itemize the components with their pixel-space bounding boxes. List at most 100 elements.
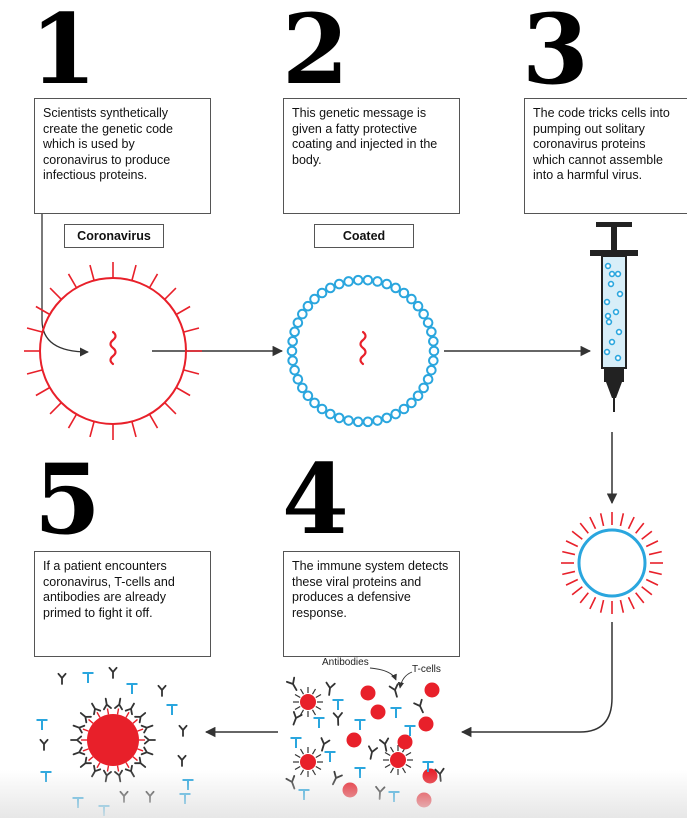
virus-spike (148, 273, 159, 289)
lipid-bead (372, 415, 383, 426)
virus-spike (106, 708, 110, 715)
antibody-y-icon (124, 702, 135, 716)
vaccine-particle (603, 348, 611, 356)
protein-spike (648, 570, 662, 576)
protein-spike (619, 513, 625, 527)
lipid-bead (297, 308, 308, 320)
virus-spike (26, 327, 43, 333)
virus-spike (89, 421, 95, 438)
coated-rna-icon (286, 274, 440, 428)
bound-antibody (311, 709, 317, 716)
virus-spike (89, 264, 95, 281)
tcells-label: T-cells (412, 664, 441, 675)
step-3-number: 3 (522, 0, 589, 106)
lipid-bead (422, 373, 434, 385)
virus-spike (148, 413, 159, 429)
rna-strand-icon (359, 330, 367, 366)
virus-spike (137, 728, 144, 732)
lipid-bead (343, 415, 354, 426)
t-cell-icon (36, 719, 48, 730)
virus-spike (164, 402, 177, 415)
antibody-y-icon (72, 724, 86, 734)
lipid-bead (390, 408, 401, 420)
virus-spike (183, 369, 200, 375)
bound-antibody (294, 753, 301, 759)
protein-spike (579, 592, 589, 604)
protein-spike (571, 530, 583, 540)
antibody-y-icon (388, 683, 399, 698)
lipid-bead (362, 274, 374, 286)
t-cell-icon (166, 704, 178, 715)
antibodies-pointer (369, 667, 397, 681)
protein-spike (562, 550, 576, 556)
lipid-bead (412, 300, 424, 312)
protein-spike (565, 578, 579, 586)
antibody-y-icon (325, 681, 336, 696)
protein-spike (635, 592, 645, 604)
bound-antibody (294, 693, 301, 699)
t-cell-icon (404, 725, 416, 736)
vaccine-particle (612, 308, 620, 316)
lipid-bead (418, 308, 429, 320)
lipid-bead (325, 282, 336, 294)
antibody-y-icon (79, 712, 92, 724)
lipid-bead (352, 416, 364, 428)
antibody-y-icon (368, 745, 379, 760)
t-cell-icon (313, 717, 325, 728)
antibody-y-icon (72, 746, 86, 756)
antibody-y-icon (108, 666, 118, 679)
virus-spike (82, 728, 89, 732)
viral-protein-dot (360, 685, 376, 701)
protein-spike (565, 540, 579, 548)
protein-spike (599, 513, 605, 527)
vaccine-particle (604, 312, 612, 320)
virus-spike (183, 327, 200, 333)
lipid-bead (406, 293, 417, 305)
lipid-bead (390, 282, 401, 294)
coronavirus-icon (24, 262, 202, 440)
spike-protein-icon (561, 512, 663, 614)
t-cell-icon (390, 707, 402, 718)
step-1-number: 1 (30, 0, 97, 106)
step-5-description: If a patient encounters coronavirus, T-c… (34, 551, 211, 657)
virus-spike (131, 421, 137, 438)
bound-antibody (405, 763, 412, 769)
vaccine-particle (608, 338, 616, 346)
lipid-bead (352, 274, 364, 286)
antibody-y-icon (134, 756, 147, 768)
viral-protein-dot (397, 734, 413, 750)
step-4-number: 4 (282, 443, 349, 556)
bound-antibody (315, 705, 322, 711)
antibodies-label: Antibodies (322, 657, 369, 668)
lipid-bead (381, 278, 393, 290)
bound-antibody (389, 746, 395, 753)
lipid-bead (309, 293, 320, 305)
virus-spike (137, 748, 144, 752)
vaccine-particle (614, 354, 622, 362)
antibody-y-icon (134, 712, 147, 724)
bound-antibody (294, 765, 301, 771)
virus-spike (96, 711, 101, 718)
t-cell-icon (126, 683, 138, 694)
virus-spike (67, 273, 78, 289)
protein-spike (645, 540, 659, 548)
vaccine-particle (614, 270, 622, 278)
vaccine-particle (608, 270, 616, 278)
tcells-pointer (397, 671, 413, 689)
lipid-bead (297, 382, 308, 394)
antibody-y-icon (379, 737, 390, 752)
protein-spike (641, 586, 653, 596)
vaccine-particle (616, 290, 624, 298)
bound-antibody (294, 705, 301, 711)
lipid-bead (302, 300, 314, 312)
antibody-y-icon (178, 724, 188, 737)
lipid-bead (286, 345, 298, 357)
lipid-bead (316, 287, 328, 299)
viral-protein-dot (300, 754, 316, 770)
bound-antibody (384, 751, 391, 757)
virus-spike (49, 287, 62, 300)
antibody-y-icon (140, 724, 154, 734)
virus-spike (131, 264, 137, 281)
